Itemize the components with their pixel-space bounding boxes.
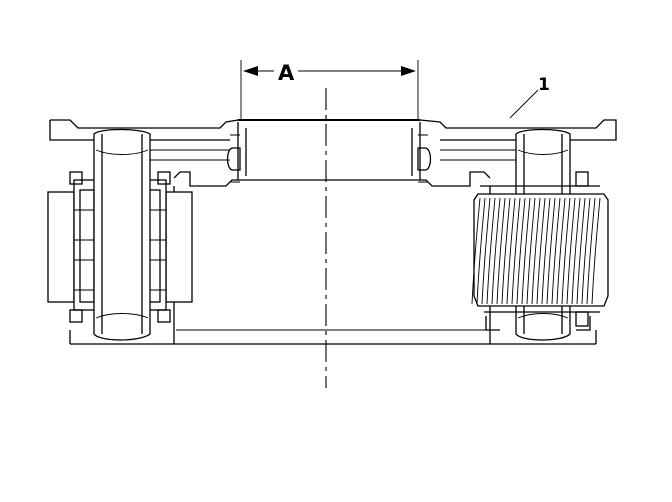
right-planet-gear (471, 185, 609, 313)
dimension-a: A (240, 60, 419, 120)
bottom-plate (69, 186, 597, 345)
callout-number: 1 (538, 75, 550, 95)
top-plate (49, 119, 617, 161)
callout-1: 1 (509, 75, 550, 119)
left-pinion-shaft (93, 128, 151, 341)
right-pinion-washers (485, 171, 591, 331)
dimension-label: A (278, 61, 295, 85)
center-hub (173, 122, 491, 187)
